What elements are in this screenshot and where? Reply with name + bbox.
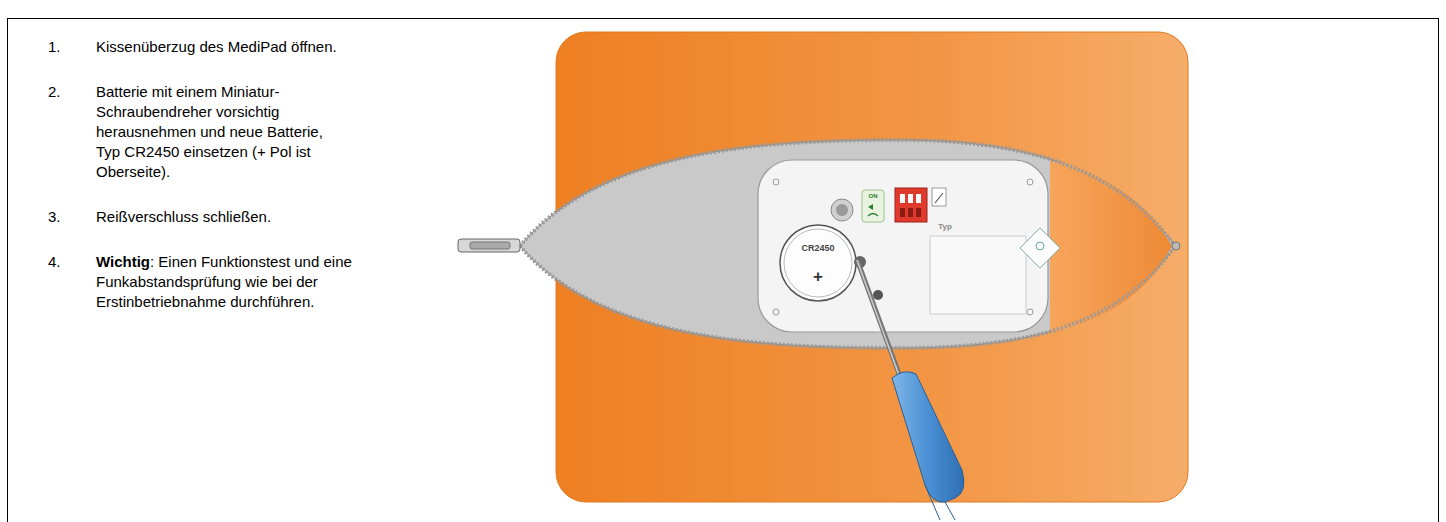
- type-label: Typ: [938, 223, 952, 231]
- step-text: Batterie mit einem Miniatur-Schraubendre…: [96, 82, 328, 182]
- switch-label: ON: [869, 193, 878, 199]
- step-number: 3.: [48, 207, 61, 227]
- step-text: Reißverschluss schließen.: [96, 207, 386, 227]
- step-number: 4.: [48, 252, 61, 272]
- step-number: 2.: [48, 82, 61, 102]
- step-text: Kissenüberzug des MediPad öffnen.: [96, 37, 386, 57]
- polarity-mark: +: [813, 268, 823, 285]
- warning-word: Wichtig: [96, 253, 150, 270]
- step-number: 1.: [48, 37, 61, 57]
- step-paragraph: Wichtig: Einen Funktionstest und eine Fu…: [96, 252, 381, 312]
- battery-type: CR2450: [801, 244, 834, 253]
